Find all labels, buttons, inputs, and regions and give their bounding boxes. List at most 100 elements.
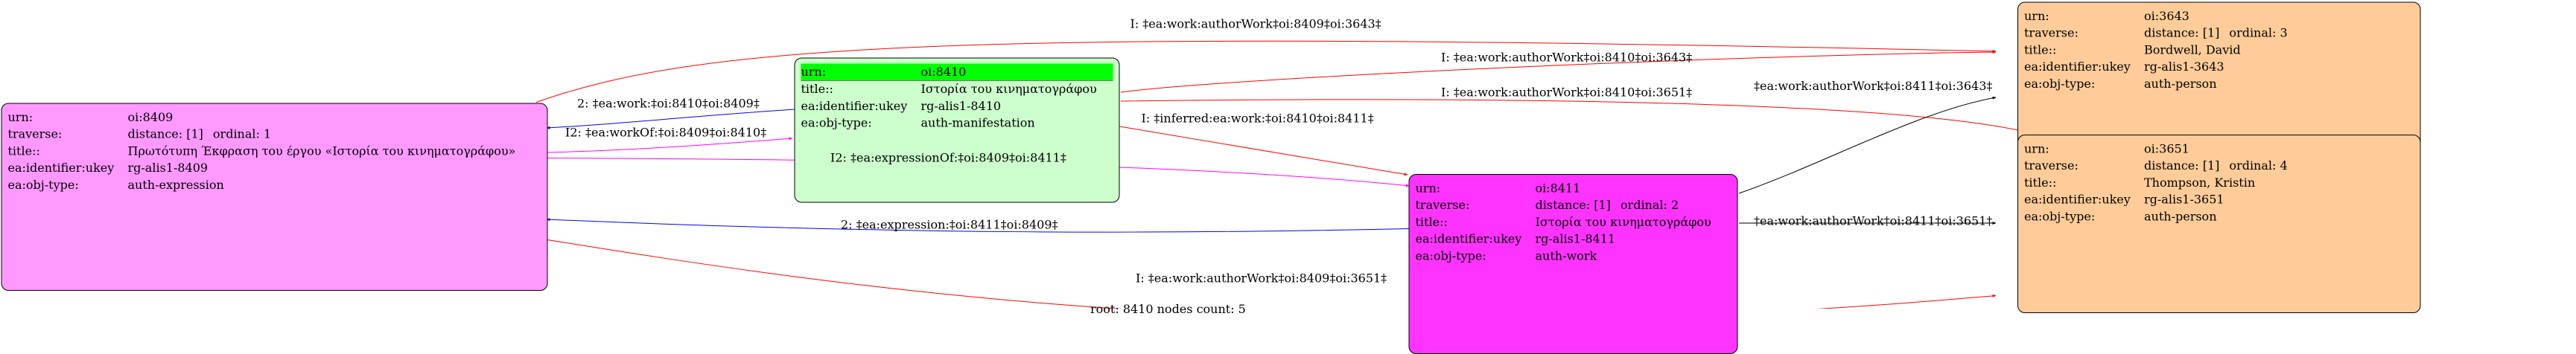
diagram-canvas: urn: oi:8409 traverse: distance: [1] ordinal…: [1, 1, 2421, 354]
field-key: title::: [801, 82, 833, 97]
field-key: urn:: [2024, 9, 2049, 23]
field-value: rg-alis1-8411: [1535, 231, 1616, 246]
field-extra: ordinal: 4: [2229, 158, 2288, 173]
field-key: ea:obj-type:: [2024, 76, 2096, 91]
field-value: auth-manifestation: [920, 115, 1035, 130]
edge-8410-8411: [1115, 125, 1408, 176]
field-key: ea:identifier:ukey: [7, 161, 115, 176]
field-value: oi:8410: [920, 65, 967, 79]
edge-label: I: ‡ea:work:authorWork‡oi:8409‡oi:3651‡: [1136, 271, 1387, 286]
edge-8411-8409: [546, 218, 1410, 233]
field-value: rg-alis1-3651: [2144, 192, 2224, 207]
field-value: Ιστορία του κινηματογράφου: [1535, 214, 1711, 229]
node-row: ea:obj-type: auth-expression: [8, 176, 541, 193]
field-value: oi:3651: [2144, 141, 2189, 156]
field-value: auth-person: [2144, 209, 2217, 224]
edge-label: 2: ‡ea:expression:‡oi:8411‡oi:8409‡: [841, 217, 1058, 232]
field-key: urn:: [801, 65, 827, 79]
field-value: oi:8411: [1535, 181, 1581, 196]
field-value: Πρωτότυπη Έκφραση του έργου «Ιστορία του…: [127, 144, 516, 158]
node-row: ea:identifier:ukey rg-alis1-3651: [2024, 191, 2414, 208]
node-row: ea:identifier:ukey rg-alis1-8409: [8, 160, 541, 177]
node-row: title::Ιστορία του κινηματογράφου: [801, 81, 1113, 98]
edge-label: 2: ‡ea:work:‡oi:8410‡oi:8409‡: [577, 96, 760, 111]
field-key: title::: [2024, 175, 2057, 190]
field-key: ea:identifier:ukey: [2024, 192, 2131, 207]
field-value: distance: [1]: [2144, 25, 2220, 40]
node-row: ea:identifier:ukey rg-alis1-8410: [801, 97, 1113, 115]
field-value: rg-alis1-3643: [2144, 59, 2224, 74]
field-value: Bordwell, David: [2144, 42, 2241, 57]
field-key: ea:obj-type:: [7, 177, 79, 192]
node-row: ea:identifier:ukey rg-alis1-3643: [2024, 59, 2414, 76]
node-row: title::Thompson, Kristin: [2024, 174, 2414, 191]
edge-label: I2: ‡ea:workOf:‡oi:8409‡oi:8410‡: [565, 125, 767, 140]
edge-label: ‡ea:work:authorWork‡oi:8411‡oi:3651‡: [1754, 213, 1993, 228]
node-row: urn: oi:3651: [2024, 141, 2414, 158]
field-extra: ordinal: 1: [212, 126, 272, 141]
edge-8410-8409: [546, 109, 795, 129]
node-row: ea:obj-type: auth-work: [1416, 248, 1731, 265]
node-3651[interactable]: urn: oi:3651 traverse: distance: [1] ordinal…: [2017, 135, 2421, 313]
field-key: ea:obj-type:: [2024, 209, 2096, 224]
field-value: distance: [1]: [127, 126, 203, 141]
field-key: urn:: [2024, 141, 2049, 156]
field-value: auth-work: [1535, 248, 1597, 263]
field-value: rg-alis1-8410: [920, 98, 1002, 113]
node-row: ea:identifier:ukey rg-alis1-8411: [1416, 231, 1731, 248]
field-key: ea:obj-type:: [1415, 248, 1486, 263]
node-row: title::Πρωτότυπη Έκφραση του έργου «Ιστο…: [8, 143, 541, 160]
node-8409[interactable]: urn: oi:8409 traverse: distance: [1] ordinal…: [1, 103, 548, 291]
edge-label: I: ‡ea:work:authorWork‡oi:8410‡oi:3651‡: [1441, 85, 1693, 100]
node-row: urn: oi:8410: [801, 63, 1113, 81]
field-key: ea:identifier:ukey: [2024, 59, 2131, 74]
field-key: traverse:: [1415, 198, 1470, 213]
field-value: Thompson, Kristin: [2144, 175, 2256, 190]
field-extra: ordinal: 3: [2229, 25, 2288, 40]
edge-8409-3643: [535, 40, 1997, 103]
edge-label: I: ‡inferred:ea:work:‡oi:8410‡oi:8411‡: [1141, 111, 1374, 126]
edge-label: I2: ‡ea:expressionOf:‡oi:8409‡oi:8411‡: [830, 150, 1066, 165]
field-key: traverse:: [7, 126, 63, 141]
field-value: distance: [1]: [1535, 198, 1611, 213]
node-row: traverse: distance: [1] ordinal: 3: [2024, 25, 2414, 42]
edge-8410-3643: [1120, 51, 1997, 93]
field-extra: ordinal: 2: [1620, 198, 1679, 213]
field-key: title::: [2024, 42, 2057, 57]
field-value: rg-alis1-8409: [127, 161, 209, 176]
field-key: traverse:: [2024, 25, 2079, 40]
edge-8409-3651: [535, 237, 1997, 309]
field-value: auth-person: [2144, 76, 2217, 91]
edge-label: ‡ea:work:authorWork‡oi:8411‡oi:3643‡: [1754, 79, 1993, 93]
edge-layer: [535, 40, 2038, 309]
field-value: oi:8409: [127, 110, 174, 124]
edge-label: I: ‡ea:work:authorWork‡oi:8410‡oi:3643‡: [1441, 50, 1693, 65]
field-value: distance: [1]: [2144, 158, 2220, 173]
node-row: urn: oi:8411: [1416, 180, 1731, 197]
edge-8411-3643: [1738, 96, 1997, 194]
node-row: traverse: distance: [1] ordinal: 2: [1416, 197, 1731, 214]
graph-caption: root: 8410 nodes count: 5: [1090, 302, 1246, 316]
edge-8410-3651: [1120, 99, 2038, 135]
node-row: urn: oi:8409: [8, 109, 541, 126]
node-8411[interactable]: urn: oi:8411 traverse: distance: [1] ordinal…: [1408, 174, 1738, 354]
field-value: auth-expression: [127, 177, 224, 192]
field-key: ea:identifier:ukey: [801, 98, 908, 113]
node-row: title::Ιστορία του κινηματογράφου: [1416, 213, 1731, 231]
node-row: ea:obj-type: auth-person: [2024, 75, 2414, 92]
field-key: urn:: [1415, 181, 1441, 196]
node-row: ea:obj-type: auth-person: [2024, 208, 2414, 225]
node-row: ea:obj-type: auth-manifestation: [801, 115, 1113, 132]
field-key: title::: [7, 144, 40, 158]
node-row: title::Bordwell, David: [2024, 42, 2414, 59]
field-key: ea:identifier:ukey: [1415, 231, 1522, 246]
field-value: oi:3643: [2144, 9, 2189, 23]
field-key: ea:obj-type:: [801, 115, 872, 130]
field-key: traverse:: [2024, 158, 2079, 173]
field-key: urn:: [7, 110, 34, 124]
node-row: traverse: distance: [1] ordinal: 1: [8, 126, 541, 143]
node-row: urn: oi:3643: [2024, 8, 2414, 25]
edge-label: I: ‡ea:work:authorWork‡oi:8409‡oi:3643‡: [1130, 16, 1381, 31]
node-row: traverse: distance: [1] ordinal: 4: [2024, 158, 2414, 175]
